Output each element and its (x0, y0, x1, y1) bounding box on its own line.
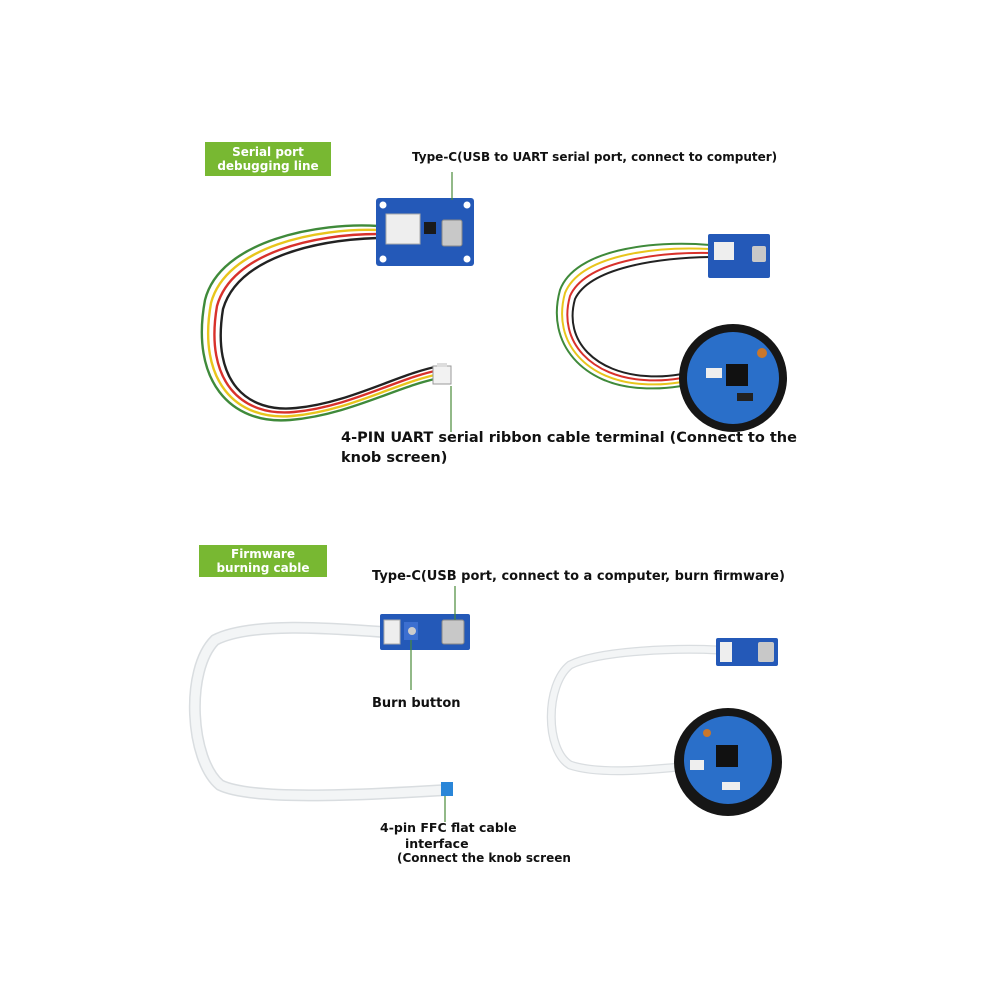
serial-terminal-connector (432, 363, 452, 385)
firmware-knob-screen (674, 708, 782, 816)
serial-knob-screen (679, 324, 787, 432)
firmware-burn-tag-line1: Firmware (231, 547, 295, 561)
firmware-small-usb-board (716, 638, 778, 666)
firmware-small-ffc-cable (546, 644, 719, 776)
ffc-label-line1: 4-pin FFC flat cable (380, 820, 517, 835)
serial-terminal-label-line1: 4-PIN UART serial ribbon cable terminal … (341, 430, 797, 446)
serial-small-wires (555, 242, 713, 390)
serial-debug-tag-line1: Serial port (232, 145, 304, 159)
serial-debug-tag-line2: debugging line (217, 159, 319, 173)
serial-small-usb-board (708, 234, 770, 278)
firmware-usb-board (380, 614, 470, 650)
firmware-typec-label: Type-C(USB port, connect to a computer, … (372, 569, 785, 584)
burn-button-label: Burn button (372, 696, 461, 711)
firmware-burn-tag: Firmware burning cable (199, 545, 327, 577)
ffc-blue-tab (441, 782, 453, 796)
serial-typec-label: Type-C(USB to UART serial port, connect … (412, 150, 778, 164)
ffc-label-line2: interface (405, 836, 469, 851)
firmware-ffc-cable (188, 621, 447, 802)
serial-terminal-label-line2: knob screen) (341, 450, 448, 466)
serial-cable-wires (200, 224, 441, 422)
ffc-label-line3: (Connect the knob screen (397, 851, 571, 865)
serial-usb-board (376, 198, 474, 266)
serial-debug-tag: Serial port debugging line (205, 142, 331, 176)
firmware-burn-tag-line2: burning cable (216, 561, 310, 575)
